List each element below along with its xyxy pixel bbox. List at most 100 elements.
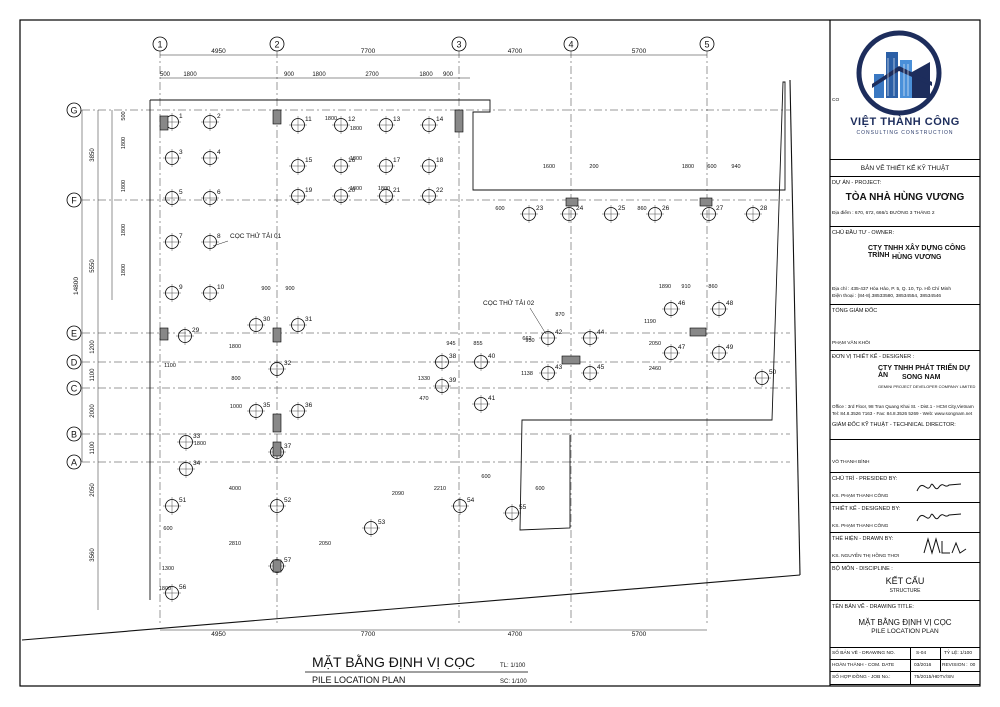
dim-left-total: 14800: [73, 277, 80, 295]
dim-left-7: 3560: [90, 548, 96, 562]
presided-name: KS. PHẠM THANH CÔNG: [832, 494, 889, 499]
scale-value: 1/100: [960, 651, 973, 656]
dim-top-0: 4950: [211, 48, 226, 55]
completion-row: HOÀN THÀNH - COM. DATE 03/2016 REVISION …: [830, 660, 980, 672]
dim-misc-15: 1800: [682, 164, 694, 170]
dim-misc-13: 1600: [543, 164, 555, 170]
director-label: TỔNG GIÁM ĐỐC: [832, 308, 878, 314]
presided-cell: CHỦ TRÌ - PRESIDED BY: KS. PHẠM THANH CÔ…: [830, 473, 980, 503]
discipline-cell: BỘ MÔN - DISCIPLINE : KẾT CẤU STRUCTURE: [830, 563, 980, 601]
pile-label-18: 18: [436, 157, 444, 164]
dim-bottom-3: 5700: [632, 631, 647, 638]
site-boundary-right: [789, 79, 801, 576]
pile-label-6: 6: [217, 189, 221, 196]
pile-label-8: 8: [217, 233, 221, 240]
drawn-label: THỂ HIỆN - DRAWN BY:: [832, 536, 894, 542]
dim-misc-35: 2050: [319, 541, 331, 547]
dim-misc-3: 1800: [229, 344, 241, 350]
pile-label-43: 43: [555, 364, 563, 371]
pile-label-25: 25: [618, 205, 626, 212]
job-no: 75/2015/HĐTV/SN: [914, 675, 954, 680]
drawing-no: S-04: [916, 651, 927, 656]
project-label: DỰ ÁN - PROJECT:: [832, 180, 882, 186]
dim-bottom-0: 4950: [211, 631, 226, 638]
grid-bubble-2: [269, 36, 285, 52]
pile-label-22: 22: [436, 187, 444, 194]
pile-label-1: 1: [179, 113, 183, 120]
project-name: TÒA NHÀ HÙNG VƯƠNG: [845, 192, 965, 203]
dim-misc-33: 4000: [229, 486, 241, 492]
pile-label-39: 39: [449, 377, 457, 384]
drawing-title-vi: MẶT BẰNG ĐỊNH VỊ CỌC: [858, 618, 952, 627]
pile-label-31: 31: [305, 316, 313, 323]
pile-label-53: 53: [378, 519, 386, 526]
owner-phone: Điện thoại : (84-8).38533580, 38534554, …: [832, 294, 942, 299]
designer-label: ĐƠN VỊ THIẾT KẾ - DESIGNER :: [832, 354, 915, 360]
drawing-no-label: SỐ BẢN VẼ - DRAWING NO.: [832, 651, 895, 656]
dim-left-sub-4: 1800: [121, 264, 127, 276]
grid-bubble-B: [66, 426, 82, 442]
column-10: [272, 559, 282, 573]
owner-address: Địa chỉ : 435-437 Hòa Hảo, P. 5, Q. 10, …: [832, 287, 952, 292]
pile-label-11: 11: [305, 116, 312, 123]
tech-director-label: GIÁM ĐỐC KỸ THUẬT - TECHNICAL DIRECTOR:: [832, 422, 956, 428]
pile-label-9: 9: [179, 284, 183, 291]
pile-label-51: 51: [179, 497, 187, 504]
dim-top-sub-2: 900: [284, 72, 295, 78]
dim-bottom-2: 4700: [508, 631, 523, 638]
callout-leader-2: [529, 307, 547, 335]
job-label: SỐ HỢP ĐỒNG - JOB No.:: [832, 675, 891, 680]
discipline-en: STRUCTURE: [889, 588, 921, 594]
pile-label-27: 27: [716, 205, 724, 212]
pile-label-52: 52: [284, 497, 292, 504]
grid-label-3: 3: [456, 40, 461, 50]
dim-misc-0: 1100: [164, 363, 176, 369]
pile-label-36: 36: [305, 402, 313, 409]
pile-label-10: 10: [217, 284, 225, 291]
pile-label-21: 21: [393, 187, 401, 194]
pile-label-19: 19: [305, 187, 313, 194]
pile-label-24: 24: [576, 205, 584, 212]
revision-label: REVISION :: [942, 663, 968, 668]
grid-label-4: 4: [568, 40, 573, 50]
grid-label-G: G: [70, 106, 77, 116]
divider: [910, 648, 911, 685]
drawn-name: KS. NGUYỄN THỊ HỒNG THƠI: [832, 554, 900, 559]
pile-label-44: 44: [597, 329, 605, 336]
pile-label-56: 56: [179, 584, 187, 591]
pile-label-3: 3: [179, 149, 183, 156]
pile-label-7: 7: [179, 233, 183, 240]
pile-label-15: 15: [305, 157, 313, 164]
column-11: [561, 355, 581, 365]
company-logo: [842, 26, 968, 148]
dim-left-sub-0: 500: [121, 111, 127, 120]
column-7: [272, 327, 282, 343]
designed-cell: THIẾT KẾ - DESIGNED BY: KS. PHẠM THANH C…: [830, 503, 980, 533]
dim-misc-32: 2460: [649, 366, 661, 372]
dim-misc-20: 930: [525, 338, 534, 344]
dim-misc-36: 2090: [392, 491, 404, 497]
dim-top-sub-5: 1800: [419, 72, 433, 78]
grid-bubble-C: [66, 380, 82, 396]
pile-label-55: 55: [519, 504, 527, 511]
designed-name: KS. PHẠM THANH CÔNG: [832, 524, 889, 529]
signature-drawn: [923, 537, 967, 555]
drawing-title-en: PILE LOCATION PLAN: [871, 628, 939, 635]
grid-label-B: B: [71, 430, 77, 440]
designed-label: THIẾT KẾ - DESIGNED BY:: [832, 506, 901, 512]
pile-label-38: 38: [449, 353, 457, 360]
pile-label-32: 32: [284, 360, 292, 367]
tech-director-cell: VÕ THANH BÌNH: [830, 440, 980, 473]
designer-name-1: CTY TNHH PHÁT TRIỂN DỰ ÁN: [878, 365, 971, 379]
dim-misc-9: 1800: [350, 186, 362, 192]
revision-value: 00: [970, 663, 976, 668]
title-block: VIỆT THÀNH CÔNG CONSULTING CONSTRUCTION …: [830, 20, 980, 686]
column-12: [689, 327, 707, 337]
column-5: [699, 197, 713, 207]
dim-misc-40: 1300: [162, 566, 174, 572]
dim-top-sub-6: 900: [443, 72, 454, 78]
pile-label-29: 29: [192, 327, 200, 334]
grid-bubble-F: [66, 192, 82, 208]
